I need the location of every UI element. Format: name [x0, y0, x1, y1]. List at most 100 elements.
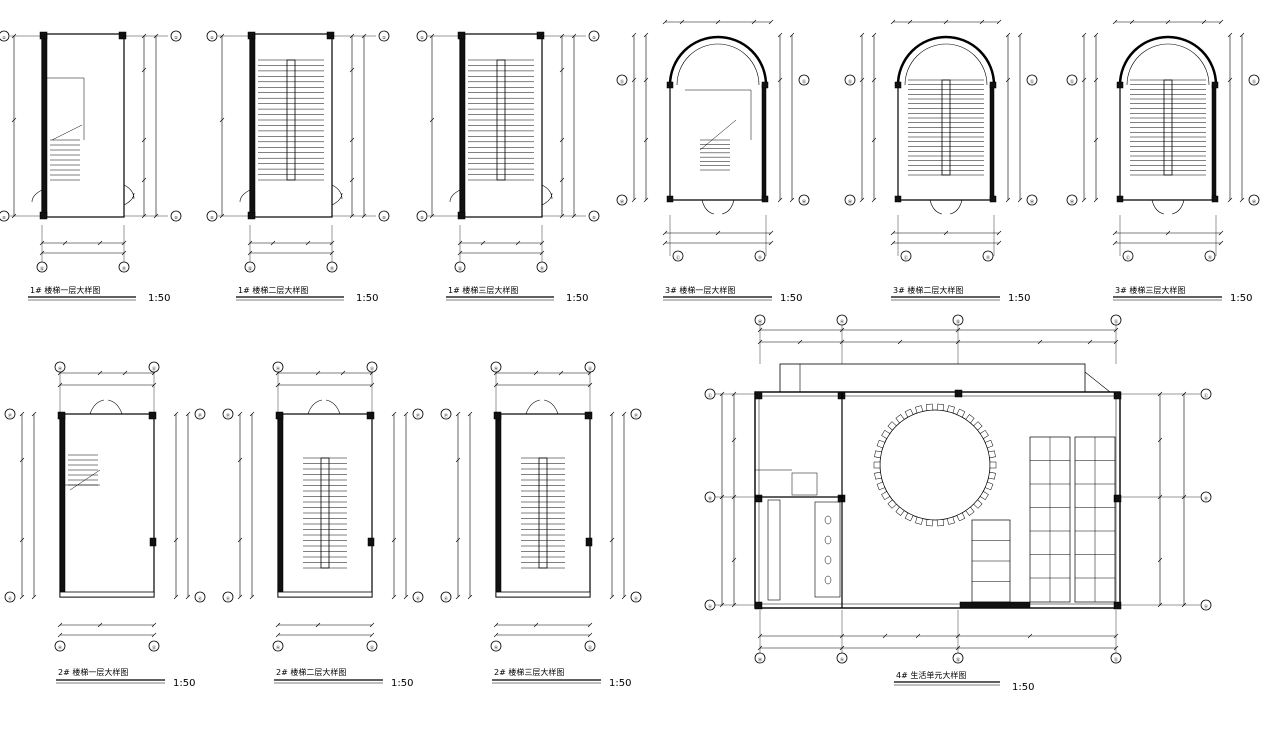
door-swing	[541, 184, 553, 206]
door-swing	[331, 184, 343, 206]
axis-label: Ⓟ	[444, 412, 448, 418]
dimension-tick	[533, 622, 539, 628]
stair-drawing	[237, 368, 409, 638]
toilet-fixture	[824, 535, 832, 545]
axis-label: Ⓠ	[956, 656, 960, 662]
dimension-tick	[237, 594, 243, 600]
dimension-tick	[1129, 19, 1135, 25]
dimension-tick	[996, 19, 1002, 25]
axis-bubble	[454, 261, 466, 273]
axis-bubble	[412, 408, 424, 420]
dimension-tick	[621, 594, 627, 600]
dimension-tick	[871, 137, 877, 143]
axis-label: ①	[420, 35, 424, 40]
stair-wall-solid	[459, 33, 466, 218]
dimension-tick	[631, 32, 637, 38]
dimension-tick	[859, 197, 865, 203]
dimension-tick	[19, 411, 25, 417]
axis-bubble	[1122, 250, 1134, 262]
drawing-title: 1# 楼梯二层大样图	[238, 285, 308, 295]
dimension-tick	[467, 594, 473, 600]
stair-well	[286, 59, 296, 181]
seat	[915, 405, 924, 414]
axis-bubble	[1066, 74, 1078, 86]
axis-bubble	[440, 408, 452, 420]
column	[666, 195, 674, 203]
axis-bubble	[206, 30, 218, 42]
toilet-stalls	[814, 501, 841, 598]
axis-label: ⑤	[210, 215, 214, 220]
dimension-tick	[1112, 19, 1118, 25]
stair-drawing	[1081, 19, 1245, 256]
axis-bubble	[1204, 250, 1216, 262]
axis-label: Ⓠ	[956, 318, 960, 324]
dimension-tick	[631, 77, 637, 83]
dimension-tick	[275, 622, 281, 628]
dimension-tick	[979, 19, 985, 25]
dimension-tick	[31, 411, 37, 417]
axis-bubble	[1110, 314, 1122, 326]
seat	[936, 403, 944, 411]
drawing-title: 3# 楼梯一层大样图	[665, 285, 735, 295]
arched-wall-inner	[904, 43, 988, 86]
seat	[926, 519, 934, 527]
column	[149, 537, 157, 547]
drawings-layer	[10, 19, 1245, 638]
axis-bubble	[1200, 599, 1212, 611]
dimension-tick	[587, 632, 593, 638]
axis-bubble	[490, 361, 502, 373]
axis-bubble	[1200, 388, 1212, 400]
stair-wall-solid	[495, 413, 502, 598]
axis-label: Ⓒ	[708, 392, 712, 398]
dimension-tick	[1037, 339, 1043, 345]
axis-label: Ⓠ	[248, 265, 252, 271]
axis-bubble	[536, 261, 548, 273]
dimension-tick	[996, 230, 1002, 236]
dimension-tick	[391, 411, 397, 417]
dimension-tick	[429, 117, 435, 123]
dimension-tick	[455, 411, 461, 417]
dimension-tick	[455, 457, 461, 463]
dimension-tick	[173, 411, 179, 417]
axis-bubble	[118, 261, 130, 273]
seat	[979, 491, 989, 501]
dimension-tick	[715, 19, 721, 25]
stair-room-wall	[277, 413, 373, 598]
dimension-tick	[768, 230, 774, 236]
door-swing	[307, 399, 341, 415]
dimension-tick	[1201, 19, 1207, 25]
dimension-tick	[559, 67, 565, 73]
dimension-tick	[1087, 339, 1093, 345]
dimension-tick	[270, 240, 276, 246]
dimension-tick	[1165, 19, 1171, 25]
dimension-tick	[1093, 32, 1099, 38]
axis-label: Ⓢ	[1114, 656, 1118, 662]
dimension-tick	[237, 537, 243, 543]
seat	[984, 481, 994, 491]
door-swing	[31, 189, 43, 203]
column	[666, 81, 674, 89]
dimension-tick	[621, 411, 627, 417]
axis-label: Ⓒ	[1204, 392, 1208, 398]
column	[1113, 601, 1122, 610]
stair-drawing	[19, 368, 191, 638]
stair-wall-solid	[989, 84, 995, 201]
dimension-tick	[871, 32, 877, 38]
arched-wall-inner	[1126, 43, 1210, 86]
seat	[965, 414, 975, 424]
dimension-tick	[369, 622, 375, 628]
dimension-tick	[1157, 557, 1163, 563]
axis-bubble	[244, 261, 256, 273]
axis-label: Ⓤ	[370, 644, 374, 650]
axis-bubble	[4, 408, 16, 420]
dimension-tick	[369, 632, 375, 638]
dimension-tick	[631, 197, 637, 203]
dimension-tick	[768, 19, 774, 25]
axis-label: Ⓚ	[634, 595, 638, 601]
axis-label: Ⓒ	[676, 254, 680, 260]
dimension-tick	[1005, 197, 1011, 203]
dimension-tick	[859, 32, 865, 38]
column	[754, 601, 763, 610]
dimension-tick	[185, 411, 191, 417]
column	[275, 411, 284, 420]
